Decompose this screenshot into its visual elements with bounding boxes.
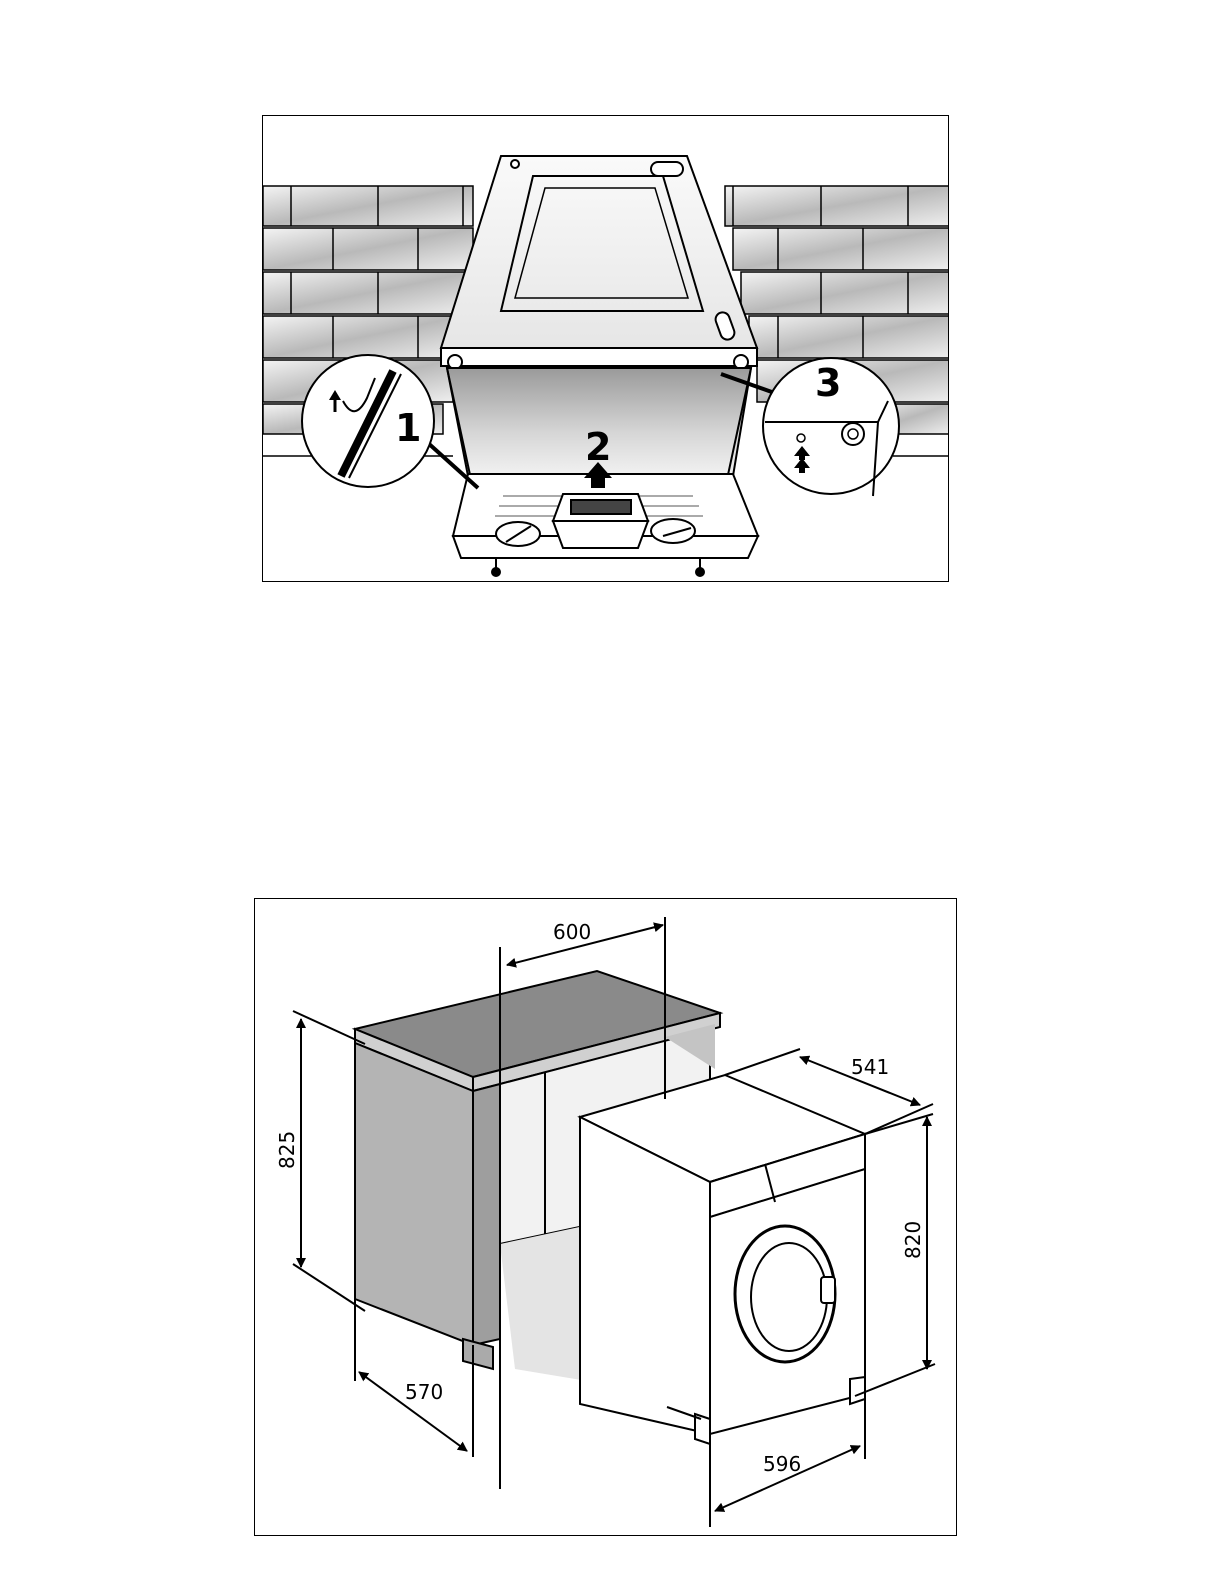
step-2-label: 2 — [585, 425, 611, 469]
washing-machine — [580, 1075, 865, 1444]
dimension-drawing: 600 825 570 541 820 596 — [255, 899, 957, 1536]
base-plate — [453, 474, 758, 576]
step-3-label: 3 — [815, 361, 841, 405]
dimension-570-label: 570 — [405, 1380, 443, 1404]
step-1-label: 1 — [395, 406, 421, 450]
dimension-820-label: 820 — [901, 1221, 925, 1259]
dimension-541-label: 541 — [851, 1055, 889, 1079]
dimension-596-label: 596 — [763, 1452, 801, 1476]
dimension-825-label: 825 — [275, 1131, 299, 1169]
dimensions-figure: 600 825 570 541 820 596 — [254, 898, 957, 1536]
dimension-600-label: 600 — [553, 920, 591, 944]
installation-steps-figure: 2 1 3 — [262, 115, 949, 582]
installation-illustration: 2 1 3 — [263, 116, 949, 582]
worktop-underside — [441, 156, 757, 369]
